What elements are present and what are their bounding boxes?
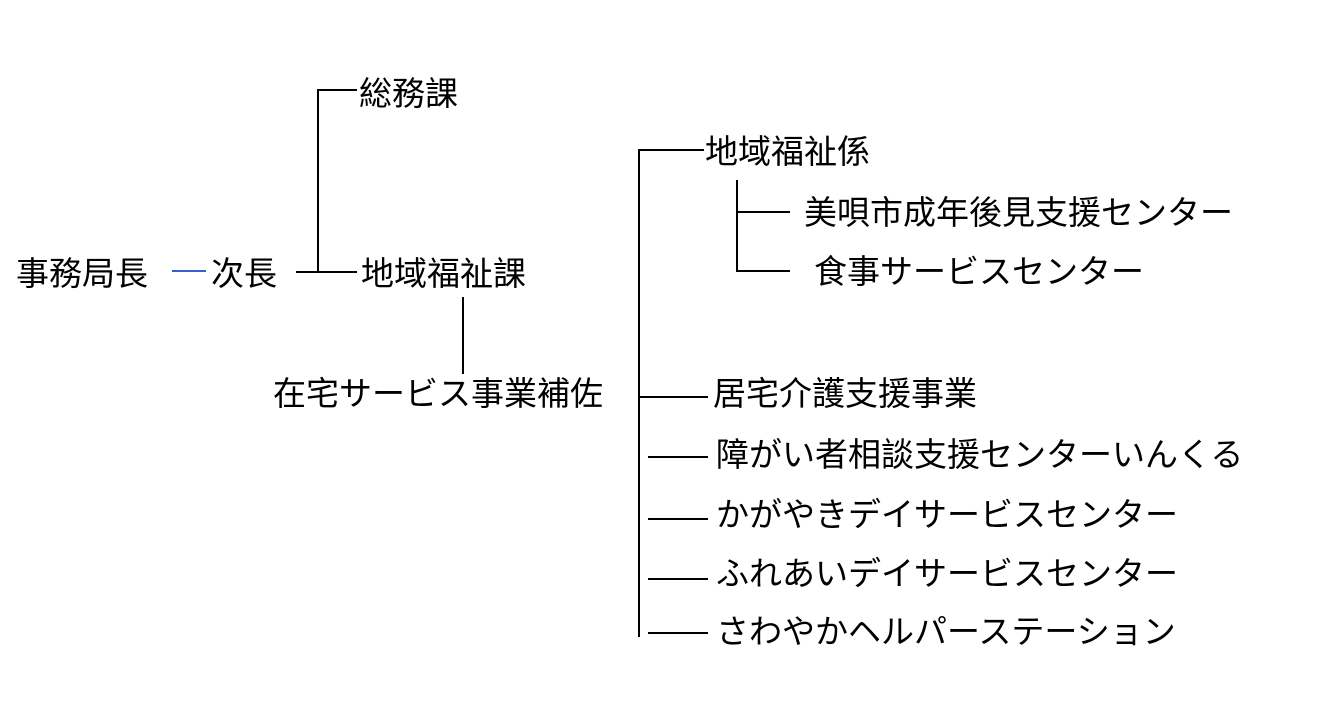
connector-deputy-to-trunk: [296, 271, 318, 273]
node-deputy-director: 次長: [211, 254, 277, 293]
node-fureai-day-service-center: ふれあいデイサービスセンター: [716, 554, 1178, 593]
connector-to-kagayaki: [648, 518, 708, 520]
node-sawayaka-helper-station: さわやかヘルパーステーション: [716, 612, 1176, 651]
node-general-affairs-division: 総務課: [359, 74, 458, 113]
connector-deputy-trunk: [317, 89, 319, 272]
node-home-care-support-service: 居宅介護支援事業: [713, 374, 977, 413]
connector-to-guardianship-center: [736, 211, 790, 213]
connector-to-general-affairs: [317, 89, 357, 91]
node-community-welfare-unit: 地域福祉係: [705, 132, 870, 171]
node-adult-guardianship-center: 美唄市成年後見支援センター: [804, 193, 1233, 232]
node-kagayaki-day-service-center: かがやきデイサービスセンター: [716, 495, 1178, 534]
connector-to-fureai: [648, 578, 708, 580]
connector-to-disability-center: [648, 456, 708, 458]
connector-to-sawayaka: [648, 632, 708, 634]
node-secretary-general: 事務局長: [16, 254, 148, 293]
node-disability-consultation-center: 障がい者相談支援センターいんくる: [716, 435, 1244, 474]
connector-assistant-to-trunk: [640, 396, 708, 398]
node-meal-service-center: 食事サービスセンター: [814, 252, 1144, 291]
node-home-service-assistant: 在宅サービス事業補佐: [273, 374, 603, 413]
connector-secretary-to-deputy: [172, 270, 206, 272]
node-community-welfare-division: 地域福祉課: [361, 254, 526, 293]
connector-to-meal-center: [736, 270, 790, 272]
connector-to-community-welfare: [317, 271, 357, 273]
connector-welfare-to-assistant: [462, 297, 464, 374]
connector-welfare-unit-trunk: [736, 180, 738, 271]
connector-to-welfare-unit: [638, 149, 704, 151]
connector-assistant-trunk: [638, 149, 640, 637]
